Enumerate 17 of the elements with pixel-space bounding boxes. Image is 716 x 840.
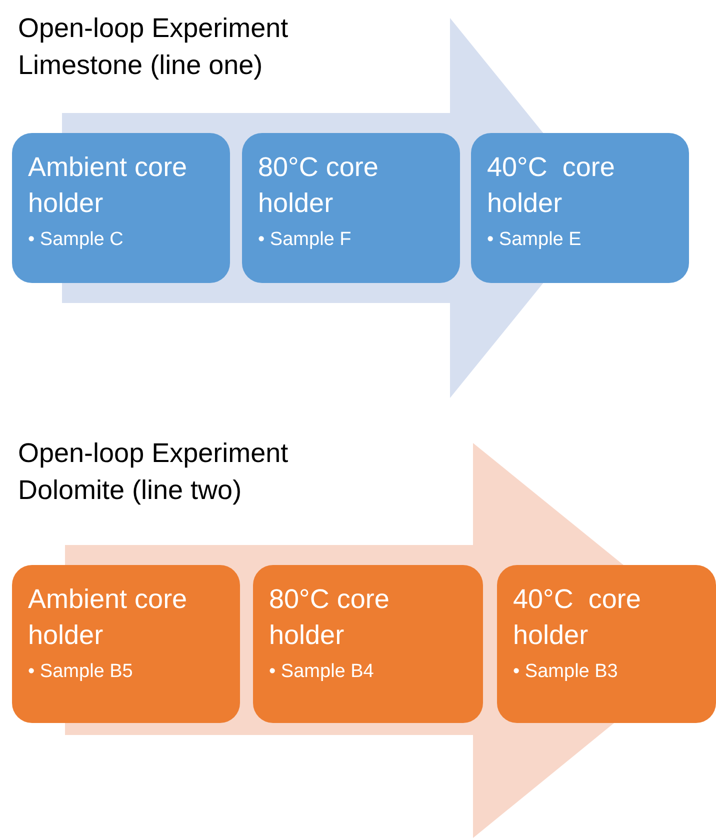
bullet-item: • Sample B3 <box>513 660 619 684</box>
bullet-item: • Sample C <box>28 228 124 252</box>
bullet-item: • Sample E <box>487 228 582 252</box>
box-title: 40°C core holder <box>513 583 642 652</box>
section-heading: Open-loop Experiment Dolomite (line two) <box>18 437 290 507</box>
bullet-item: • Sample B4 <box>269 660 375 684</box>
process-box <box>471 133 689 283</box>
process-box <box>12 133 230 283</box>
bullet-item: • Sample B5 <box>28 660 134 684</box>
box-title: 80°C core holder <box>269 583 390 652</box>
process-box <box>12 565 240 723</box>
bullet-item: • Sample F <box>258 228 352 252</box>
box-title: Ambient core holder <box>28 151 188 220</box>
box-title: 40°C core holder <box>487 151 616 220</box>
box-title: Ambient core holder <box>28 583 188 652</box>
section-heading: Open-loop Experiment Limestone (line one) <box>18 12 290 82</box>
box-title: 80°C core holder <box>258 151 380 220</box>
